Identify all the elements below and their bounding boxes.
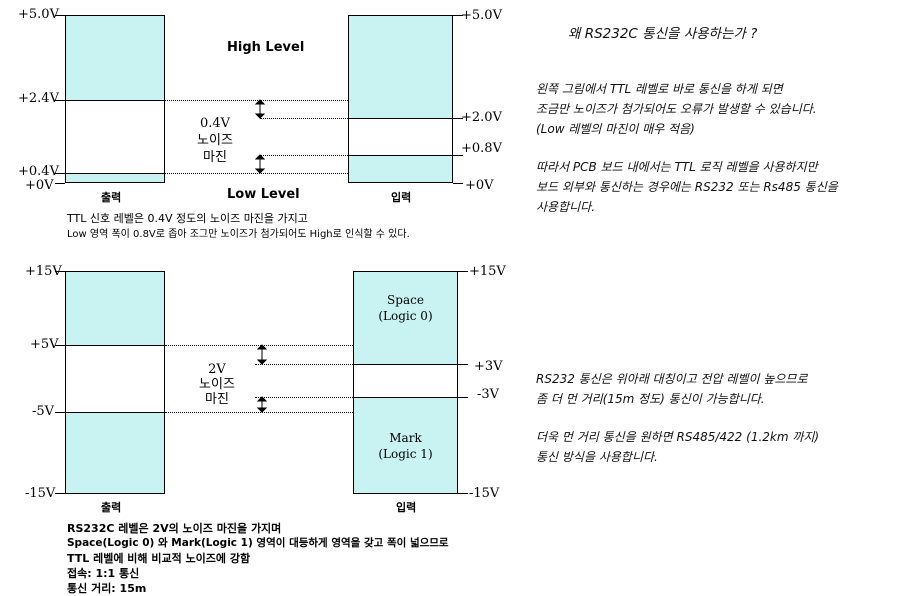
ttl-out-label: +0.4V	[18, 164, 59, 179]
rs232-out-label: -15V	[25, 486, 56, 501]
logic1-label: (Logic 1)	[378, 447, 433, 461]
margin-guide-line	[165, 412, 353, 413]
rs232-note: RS232C 레벨은 2V의 노이즈 마진을 가지며	[67, 522, 282, 535]
arrow-head	[254, 154, 266, 160]
ttl-in-undefined-region	[348, 118, 453, 156]
arrow-head	[254, 113, 266, 119]
rs232-in-mark-region	[353, 397, 458, 494]
mark-label: Mark	[389, 431, 422, 445]
rs232-noise-margin-label: 2V 노이즈 마진	[195, 362, 239, 407]
ttl-in-label: +5.0V	[461, 8, 502, 23]
tick	[55, 100, 65, 101]
arrow-head	[256, 359, 268, 365]
tick	[453, 118, 463, 119]
tick	[453, 183, 463, 184]
margin-guide-line	[260, 118, 348, 119]
ttl-in-label: +2.0V	[461, 110, 502, 125]
rs232-note: 접속: 1:1 통신	[67, 567, 140, 580]
margin-guide-line	[165, 345, 353, 346]
rs232-in-undefined-region	[353, 364, 458, 398]
arrow-head	[256, 407, 268, 413]
explanation-line: 따라서 PCB 보드 내에서는 TTL 로직 레벨을 사용하지만	[536, 160, 818, 174]
ttl-in-low-region	[348, 155, 453, 183]
margin-word: 마진	[203, 150, 227, 165]
margin-guide-line	[260, 155, 348, 156]
explanation-line: RS232 통신은 위아래 대칭이고 전압 레벨이 높으므로	[536, 372, 808, 386]
explanation-line: 통신 방식을 사용합니다.	[536, 450, 658, 464]
explanation-line: 좀 더 먼 거리(15m 정도) 통신이 가능합니다.	[536, 392, 765, 406]
tick	[55, 271, 65, 272]
low-level-label: Low Level	[227, 187, 300, 202]
rs232-out-mark-region	[65, 412, 165, 494]
rs232-out-label: -5V	[32, 404, 55, 419]
tick	[55, 183, 65, 184]
space-label: Space	[387, 293, 424, 307]
margin-word: 마진	[205, 392, 229, 407]
explanation-line: 사용합니다.	[536, 200, 596, 214]
arrow-head	[256, 344, 268, 350]
tick	[453, 155, 463, 156]
tick	[55, 345, 65, 346]
tick	[55, 173, 65, 174]
tick	[55, 15, 65, 16]
explanation-line: 조금만 노이즈가 첨가되어도 오류가 발생할 수 있습니다.	[536, 102, 817, 116]
rs232-out-label: +15V	[25, 264, 62, 279]
margin-word: 노이즈	[199, 377, 235, 392]
mark-logic1-label: Mark (Logic 1)	[353, 430, 458, 462]
tick	[55, 493, 65, 494]
ttl-note: TTL 신호 레벨은 0.4V 정도의 노이즈 마진을 가지고	[67, 212, 308, 225]
rs232-in-label: -3V	[477, 387, 500, 402]
rs232-in-label: +3V	[474, 359, 503, 374]
arrow-head	[256, 396, 268, 402]
ttl-noise-margin-label: 0.4V 노이즈 마진	[193, 115, 237, 166]
rs232-out-space-region	[65, 271, 165, 346]
rs232-in-label: -15V	[469, 486, 500, 501]
space-logic0-label: Space (Logic 0)	[353, 292, 458, 324]
explanation-line: 더욱 먼 거리 통신을 원하면 RS485/422 (1.2km 까지)	[536, 430, 820, 444]
ttl-out-undefined-region	[65, 100, 165, 174]
ttl-out-label: +2.4V	[18, 91, 59, 106]
margin-value: 0.4V	[199, 116, 231, 131]
ttl-in-label: +0V	[465, 178, 494, 193]
explanation-line: 왼쪽 그림에서 TTL 레벨로 바로 통신을 하게 되면	[536, 82, 783, 96]
question-title: 왜 RS232C 통신을 사용하는가 ?	[568, 26, 758, 42]
rs232-out-label: +5V	[30, 337, 59, 352]
rs232-note: Space(Logic 0) 와 Mark(Logic 1) 영역이 대등하게 …	[67, 537, 449, 549]
ttl-out-label: +5.0V	[18, 7, 59, 22]
rs232-out-caption: 출력	[101, 501, 122, 514]
tick	[458, 493, 468, 494]
margin-value: 2V	[208, 362, 226, 377]
ttl-out-high-region	[65, 15, 165, 101]
arrow-head	[254, 168, 266, 174]
ttl-in-label: +0.8V	[461, 141, 502, 156]
rs232-in-caption: 입력	[396, 501, 417, 514]
margin-word: 노이즈	[197, 133, 233, 148]
arrow-head	[254, 99, 266, 105]
ttl-in-caption: 입력	[391, 191, 412, 204]
explanation-line: (Low 레벨의 마진이 매우 적음)	[536, 122, 695, 136]
high-level-label: High Level	[227, 40, 305, 55]
ttl-out-label: +0V	[25, 178, 54, 193]
ttl-out-low-region	[65, 173, 165, 183]
explanation-line: 보드 외부와 통신하는 경우에는 RS232 또는 Rs485 통신을	[536, 180, 838, 194]
rs232-out-undefined-region	[65, 345, 165, 413]
tick	[55, 412, 65, 413]
margin-guide-line	[255, 397, 353, 398]
logic0-label: (Logic 0)	[378, 309, 433, 323]
tick	[458, 271, 468, 272]
ttl-out-caption: 출력	[101, 191, 122, 204]
rs232-note: 통신 거리: 15m	[67, 582, 147, 595]
tick	[458, 397, 468, 398]
ttl-note: Low 영역 폭이 0.8V로 좁아 조그만 노이즈가 첨가되어도 High로 …	[67, 229, 410, 240]
rs232-in-label: +15V	[469, 264, 506, 279]
margin-guide-line	[165, 100, 348, 101]
tick	[458, 364, 468, 365]
margin-guide-line	[255, 364, 353, 365]
tick	[453, 15, 463, 16]
ttl-in-high-region	[348, 15, 453, 119]
margin-guide-line	[165, 173, 348, 174]
rs232-note: TTL 레벨에 비해 비교적 노이즈에 강함	[67, 552, 251, 565]
